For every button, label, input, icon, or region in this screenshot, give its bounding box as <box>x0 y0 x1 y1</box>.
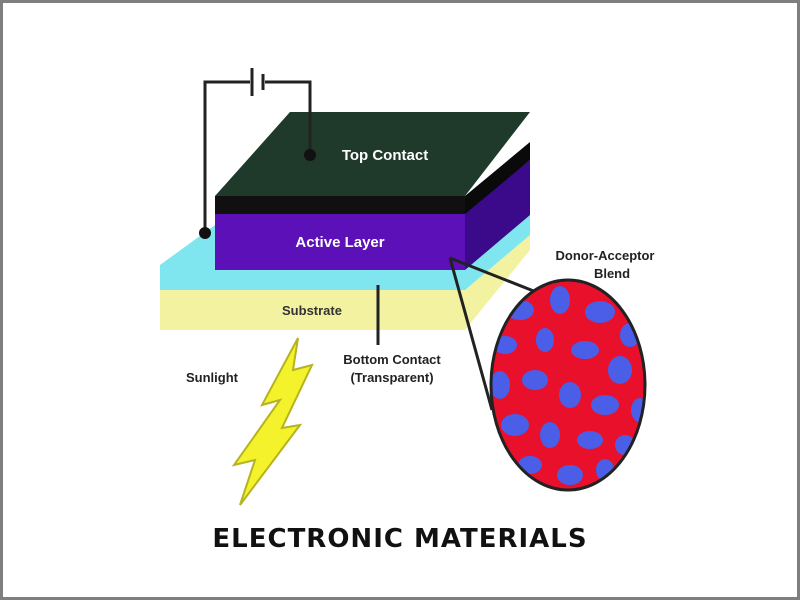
callout-line-lower <box>448 257 494 411</box>
top-contact-front <box>215 196 465 214</box>
blend-label-line1: Donor-Acceptor <box>556 248 655 263</box>
substrate-layer <box>160 235 530 330</box>
donor-acceptor-blend-circle <box>491 280 645 490</box>
top-contact-top <box>215 112 530 196</box>
bottom-contact-label-line2: (Transparent) <box>350 370 433 385</box>
sunlight-label: Sunlight <box>186 370 239 385</box>
top-contact-label: Top Contact <box>342 147 428 164</box>
bottom-contact-terminal <box>199 227 211 239</box>
sunlight-bolt-icon <box>231 337 314 506</box>
blend-circle-outline <box>489 278 647 492</box>
substrate-label: Substrate <box>282 303 342 318</box>
top-contact-side <box>465 142 530 214</box>
active-layer-front <box>215 212 465 270</box>
top-contact-terminal <box>304 149 316 161</box>
blend-label-line2: Blend <box>594 266 630 281</box>
active-layer-label: Active Layer <box>295 234 384 251</box>
circuit-wire-right <box>265 80 312 152</box>
slide-caption: ELECTRONIC MATERIALS <box>212 524 588 554</box>
bottom-contact-label-line1: Bottom Contact <box>343 352 441 367</box>
active-layer-side <box>465 160 530 270</box>
circuit-wire <box>203 80 250 232</box>
